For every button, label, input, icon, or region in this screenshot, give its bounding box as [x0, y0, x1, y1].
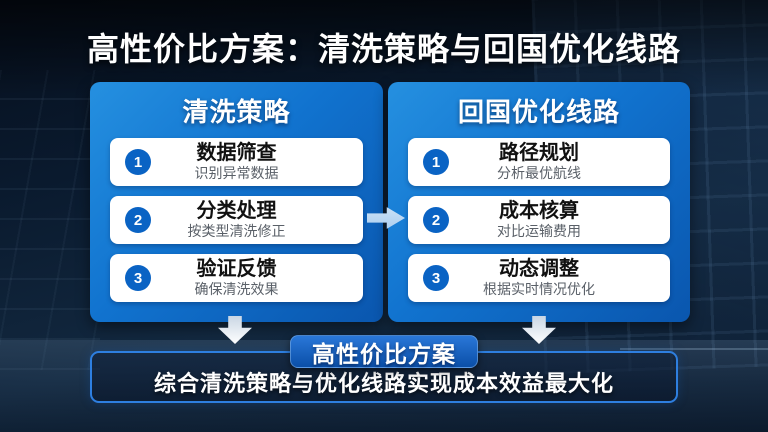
step-number-badge: 1: [125, 149, 151, 175]
step-description: 确保清洗效果: [194, 280, 279, 297]
step-card: 1 数据筛查 识别异常数据: [110, 138, 363, 186]
step-description: 识别异常数据: [194, 164, 279, 181]
panel-cleaning-strategy-header: 清洗策略: [182, 96, 291, 127]
panel-return-route-cards: 1 路径规划 分析最优航线 2 成本核算 对比运输费用 3 动态调整 根据实时情…: [388, 138, 690, 302]
background-railing: [620, 348, 768, 350]
step-title: 成本核算: [499, 199, 579, 222]
step-number-badge: 1: [423, 149, 449, 175]
step-title: 动态调整: [499, 257, 579, 280]
step-title: 路径规划: [499, 141, 579, 164]
step-number-badge: 2: [125, 207, 151, 233]
step-number-badge: 3: [423, 265, 449, 291]
step-card: 2 成本核算 对比运输费用: [408, 196, 670, 244]
step-card: 3 验证反馈 确保清洗效果: [110, 254, 363, 302]
step-description: 按类型清洗修正: [187, 222, 286, 239]
step-description: 根据实时情况优化: [483, 280, 595, 297]
step-description: 分析最优航线: [497, 164, 581, 181]
panel-return-route-header: 回国优化线路: [457, 96, 620, 127]
summary-badge: 高性价比方案: [290, 335, 478, 368]
background-top-shade: [0, 0, 768, 95]
step-number-badge: 2: [423, 207, 449, 233]
summary-text: 综合清洗策略与优化线路实现成本效益最大化: [153, 371, 614, 396]
step-title: 验证反馈: [196, 257, 277, 280]
panel-cleaning-strategy: 清洗策略 1 数据筛查 识别异常数据 2 分类处理 按类型清洗修正 3 验证反馈…: [90, 82, 383, 322]
step-title: 分类处理: [196, 199, 277, 222]
step-card: 2 分类处理 按类型清洗修正: [110, 196, 363, 244]
step-title: 数据筛查: [196, 141, 277, 164]
step-description: 对比运输费用: [497, 222, 581, 239]
slide-title: 高性价比方案：清洗策略与回国优化线路: [86, 31, 681, 67]
step-card: 1 路径规划 分析最优航线: [408, 138, 670, 186]
step-card: 3 动态调整 根据实时情况优化: [408, 254, 670, 302]
step-number-badge: 3: [125, 265, 151, 291]
panel-cleaning-strategy-cards: 1 数据筛查 识别异常数据 2 分类处理 按类型清洗修正 3 验证反馈 确保清洗…: [90, 138, 383, 302]
background-structure-left: [0, 70, 100, 370]
panel-return-route: 回国优化线路 1 路径规划 分析最优航线 2 成本核算 对比运输费用 3 动态调…: [388, 82, 690, 322]
